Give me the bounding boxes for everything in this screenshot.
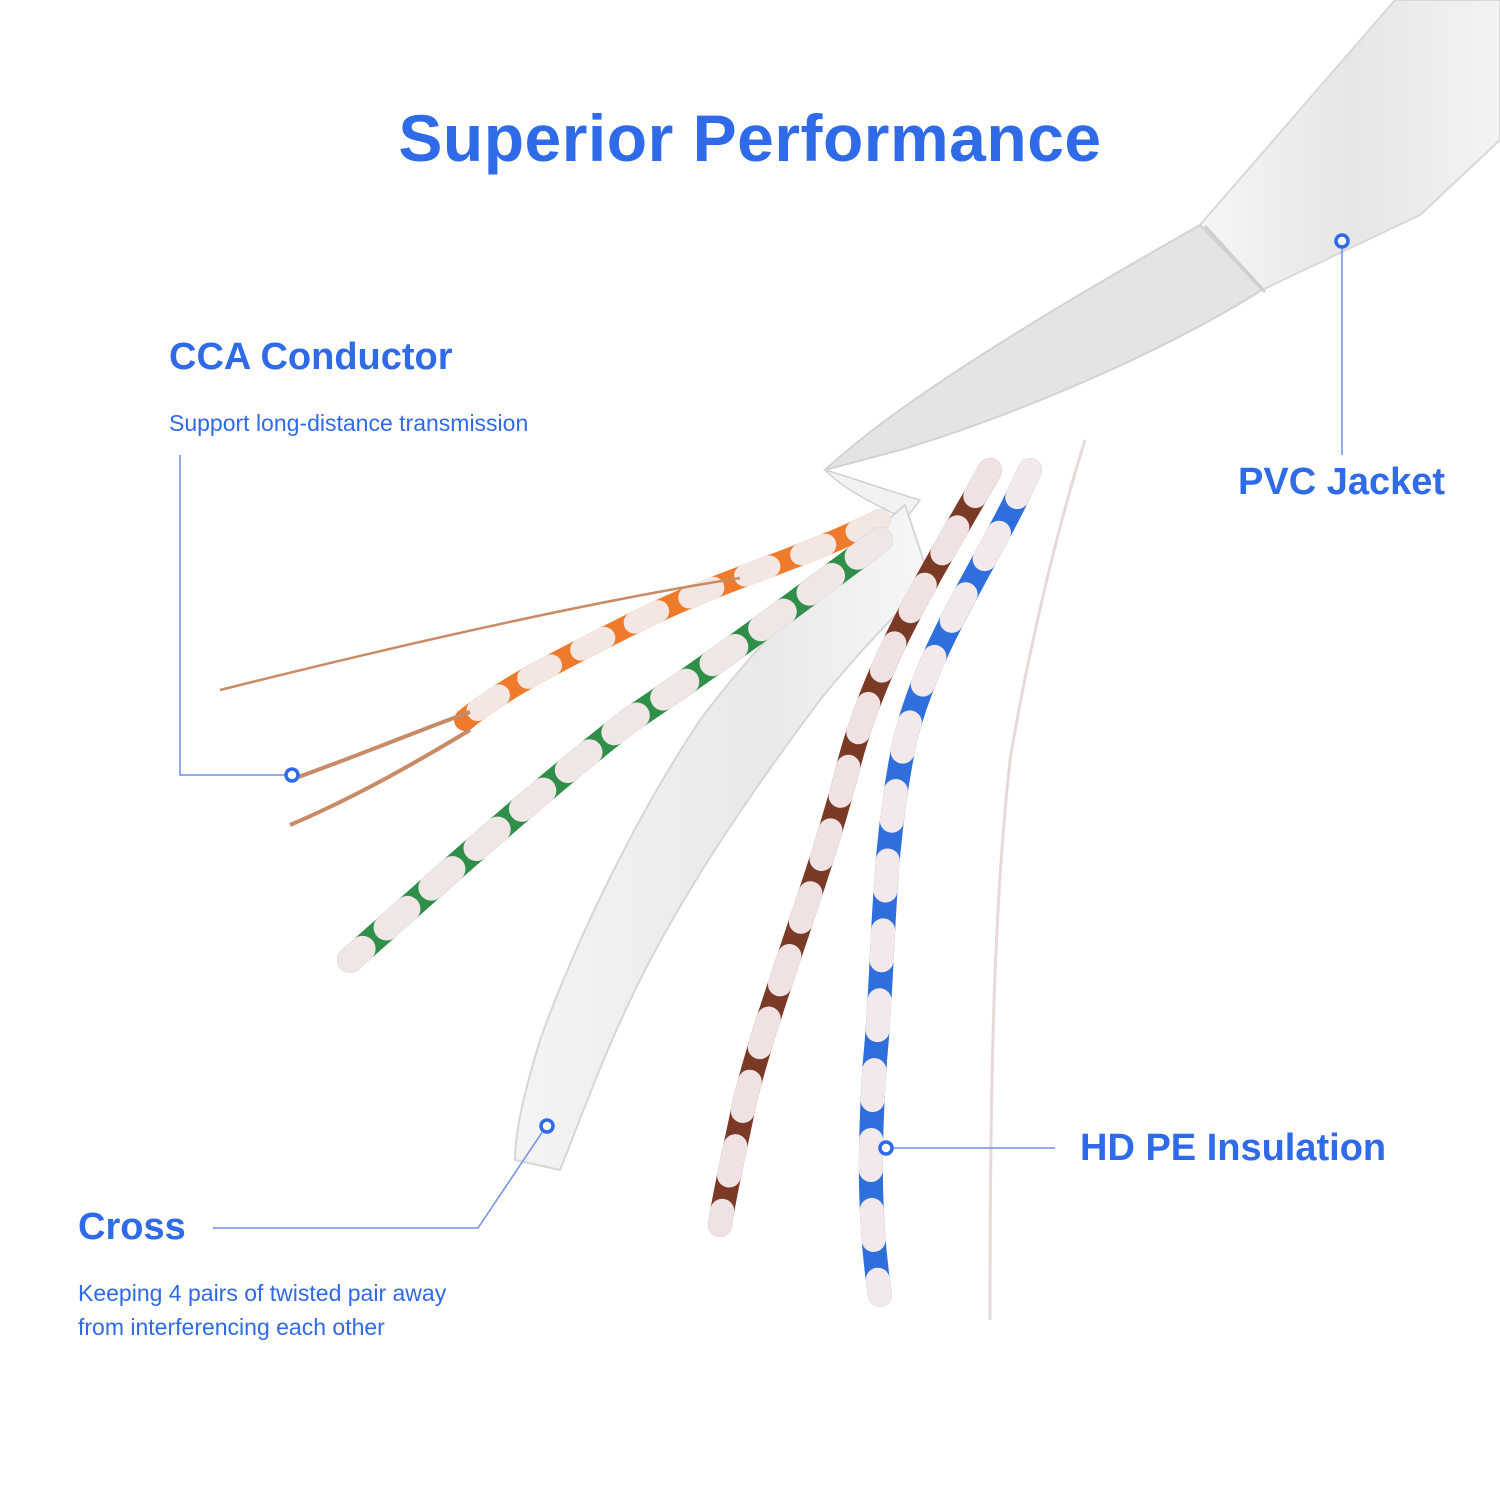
cca-conductor-description: Support long-distance transmission <box>169 410 529 436</box>
orange-pair <box>219 509 891 827</box>
cross-description-line-1: Keeping 4 pairs of twisted pair away <box>78 1280 447 1306</box>
cross-description-line-2: from interferencing each other <box>78 1314 385 1340</box>
green-pair <box>337 527 893 973</box>
callout-leaders <box>179 245 1343 1229</box>
brown-pair <box>708 458 1002 1237</box>
pvc-jacket-shape <box>822 0 1500 521</box>
rip-cord <box>988 439 1087 1321</box>
pvc-jacket-label: PVC Jacket <box>1238 461 1446 503</box>
callout-dots <box>284 233 1350 1156</box>
cross-label: Cross <box>78 1206 186 1248</box>
cross-separator-shape <box>513 503 932 1172</box>
page-title: Superior Performance <box>398 101 1102 175</box>
blue-pair <box>858 458 1042 1307</box>
cca-conductor-label: CCA Conductor <box>169 336 453 378</box>
hd-pe-insulation-label: HD PE Insulation <box>1080 1127 1387 1169</box>
